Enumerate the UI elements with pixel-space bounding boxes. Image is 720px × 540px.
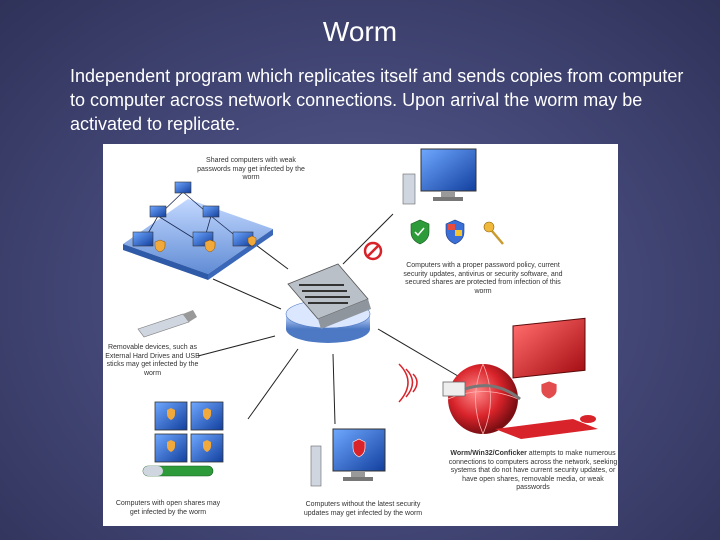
worm-diagram: Shared computers with weak passwords may… [103, 144, 618, 526]
usb-stick [137, 310, 197, 338]
connection-lines [197, 213, 464, 425]
label-open-shares: Computers with open shares may get infec… [115, 500, 221, 516]
central-worm-device [285, 263, 371, 343]
label-conficker-description: attempts to make numerous connections to… [448, 450, 618, 491]
shared-network-computers [123, 181, 273, 280]
open-shares-computers [142, 401, 224, 477]
label-shared-weak-passwords: Shared computers with weak passwords may… [197, 157, 305, 181]
diagram-artwork [123, 148, 598, 487]
red-globe-network [398, 363, 521, 435]
label-conficker: Worm/Win32/Conficker attempts to make nu… [448, 450, 618, 493]
blocked-icon [363, 241, 383, 261]
label-protected-computers: Computers with a proper password policy,… [403, 262, 563, 295]
outdated-computer [310, 428, 386, 487]
slide-title: Worm [322, 16, 398, 47]
label-no-security-updates: Computers without the latest security up… [303, 501, 423, 517]
red-infected-computer [495, 317, 598, 439]
slide-body-text: Independent program which replicates its… [70, 66, 684, 134]
label-conficker-name: Worm/Win32/Conficker [450, 450, 527, 457]
security-shields [410, 219, 504, 245]
protected-computer [402, 148, 477, 205]
label-removable-devices: Removable devices, such as External Hard… [105, 344, 200, 377]
